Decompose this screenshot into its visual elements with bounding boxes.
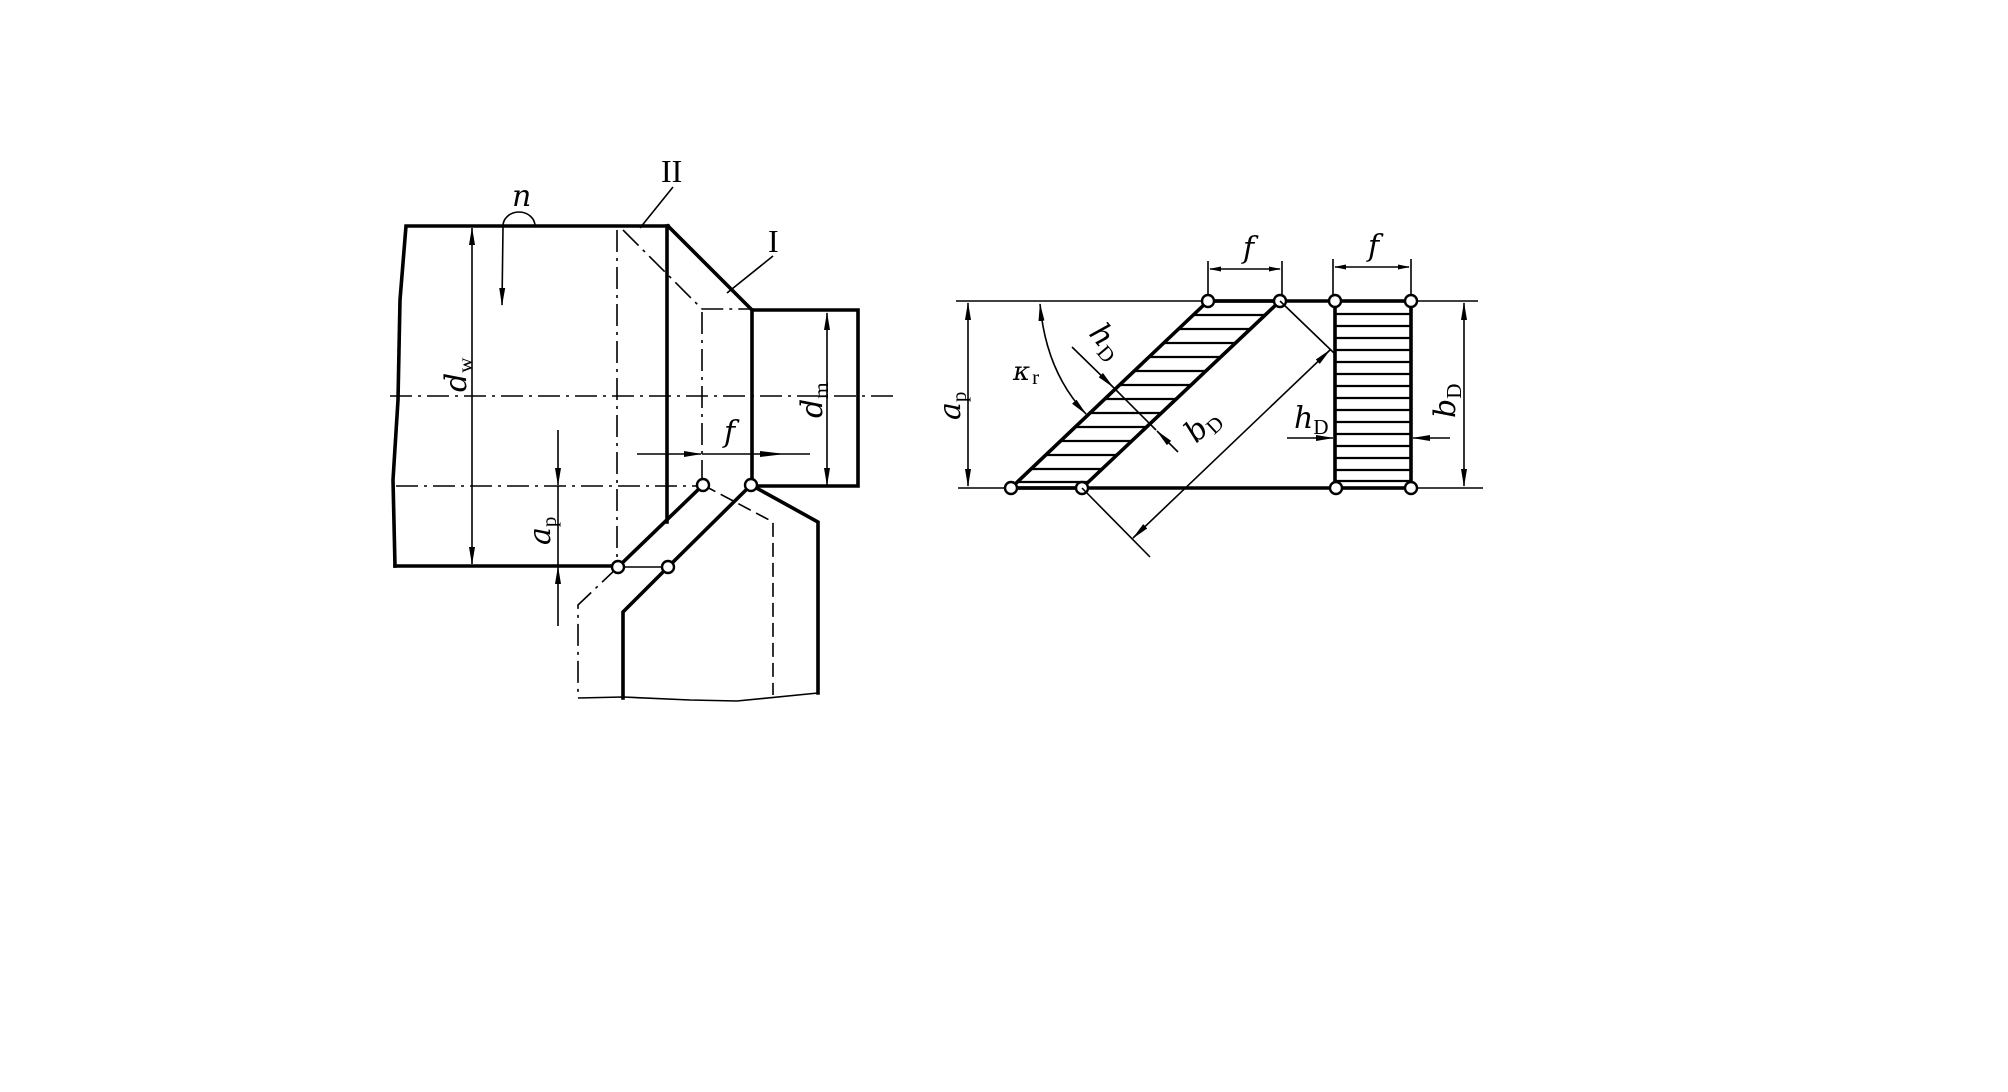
svg-text:κr: κr <box>1012 357 1039 389</box>
svg-text:hD: hD <box>1080 317 1131 368</box>
cutting-layer-rectangular <box>1333 299 1413 490</box>
angle-kr: κr <box>1012 303 1087 415</box>
svg-text:ap: ap <box>523 517 561 545</box>
dimension-f-left: f <box>637 415 810 457</box>
feed-label-oblique: f <box>1241 231 1259 266</box>
svg-text:ap: ap <box>933 392 971 420</box>
feed-label-left: f <box>722 415 740 450</box>
dimension-ap-left: ap <box>523 430 561 626</box>
svg-text:dm: dm <box>795 382 833 418</box>
dimension-ap-right: ap <box>933 302 971 487</box>
tool-tip-nodes <box>610 477 759 575</box>
layer-corner-nodes <box>1003 293 1419 496</box>
edge-ii-label: II <box>661 153 682 189</box>
workpiece <box>391 223 860 568</box>
dimension-bd-rect: bD <box>1428 302 1467 487</box>
right-diagram: f f ap κr hD <box>933 229 1483 558</box>
svg-text:bD: bD <box>1178 401 1229 452</box>
dimension-dm: dm <box>795 312 833 486</box>
cutting-tool <box>577 482 820 702</box>
svg-text:dw: dw <box>439 357 477 392</box>
rotation-label: n <box>512 179 531 214</box>
rotation-indicator: n <box>499 179 536 306</box>
edge-labels: II I <box>639 153 779 294</box>
dimension-hd-rect: hD <box>1287 401 1450 441</box>
svg-text:hD: hD <box>1294 401 1329 439</box>
edge-i-label: I <box>768 223 779 259</box>
dimension-f-oblique: f <box>1207 231 1283 295</box>
left-diagram: n II I dw dm ap <box>390 153 893 702</box>
svg-text:bD: bD <box>1428 384 1466 418</box>
cutting-layer-oblique <box>1006 299 1285 490</box>
dimension-f-rect: f <box>1332 229 1412 295</box>
feed-label-rect: f <box>1366 229 1384 264</box>
dimension-dw: dw <box>439 227 477 565</box>
